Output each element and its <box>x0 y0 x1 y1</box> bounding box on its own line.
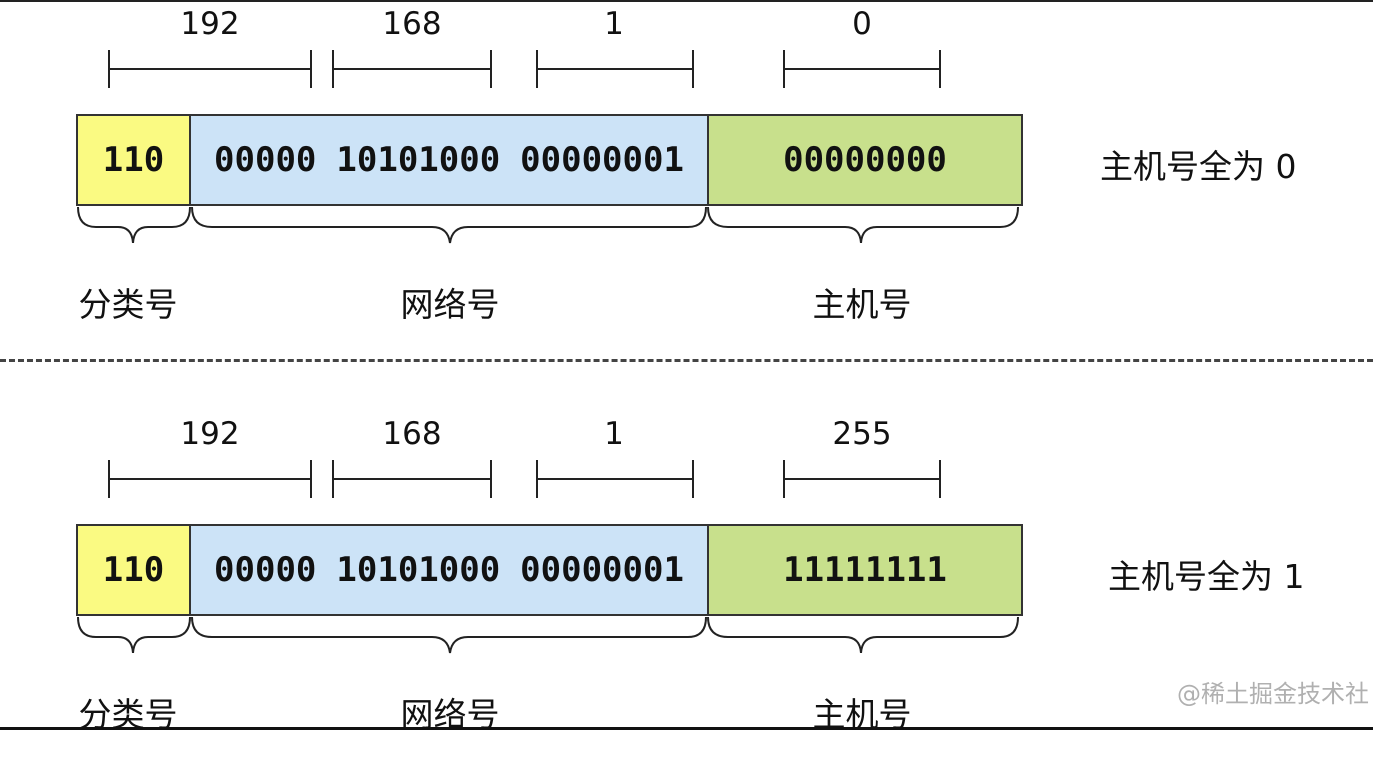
network-bits-1: 00000 <box>214 140 317 180</box>
ip-diagram-host-all-one: 192 168 1 255 110 00000 10101000 0000000… <box>0 410 1373 770</box>
class-label: 分类号 <box>78 285 178 324</box>
class-brace <box>77 206 191 244</box>
host-bits-segment: 00000000 <box>707 114 1023 206</box>
octet-label-4: 0 <box>852 6 872 42</box>
octet-label-3: 1 <box>604 416 624 452</box>
network-bits-2: 10101000 <box>336 140 501 180</box>
octet-label-2: 168 <box>382 6 442 42</box>
bottom-border <box>0 727 1373 730</box>
network-bits-3: 00000001 <box>520 550 684 590</box>
segment-braces <box>77 616 1019 654</box>
octet-label-1: 192 <box>180 416 240 452</box>
host-note: 主机号全为 1 <box>1108 557 1305 596</box>
octet-dimension-2 <box>332 50 492 88</box>
octet-dimension-1 <box>108 50 312 88</box>
octet-dimension-1 <box>108 460 312 498</box>
host-brace <box>707 206 1019 244</box>
host-brace <box>707 616 1019 654</box>
octet-dimension-4 <box>783 460 941 498</box>
host-bits: 00000000 <box>783 140 947 180</box>
octet-label-1: 192 <box>180 6 240 42</box>
class-bits-segment: 110 <box>76 114 191 206</box>
octet-label-4: 255 <box>832 416 892 452</box>
octet-dimension-3 <box>536 50 694 88</box>
class-bits-segment: 110 <box>76 524 191 616</box>
network-bits-segment: 00000 10101000 00000001 <box>189 524 709 616</box>
network-bits-segment: 00000 10101000 00000001 <box>189 114 709 206</box>
network-bits-1: 00000 <box>214 550 317 590</box>
ip-diagram-host-all-zero: 192 168 1 0 110 00000 10101000 00000001 … <box>0 0 1373 360</box>
host-note: 主机号全为 0 <box>1100 147 1297 186</box>
segment-braces <box>77 206 1019 244</box>
octet-label-2: 168 <box>382 416 442 452</box>
octet-dimension-2 <box>332 460 492 498</box>
class-bits: 110 <box>102 550 165 590</box>
network-bits-3: 00000001 <box>520 140 684 180</box>
octet-label-3: 1 <box>604 6 624 42</box>
watermark: @稀土掘金技术社 <box>1177 680 1369 708</box>
host-label: 主机号 <box>812 285 912 324</box>
network-bits-2: 10101000 <box>336 550 501 590</box>
host-bits-segment: 11111111 <box>707 524 1023 616</box>
class-brace <box>77 616 191 654</box>
octet-dimension-3 <box>536 460 694 498</box>
network-brace <box>191 616 707 654</box>
top-border <box>0 0 1373 2</box>
network-label: 网络号 <box>400 285 500 324</box>
octet-dimension-4 <box>783 50 941 88</box>
dashed-separator <box>0 359 1373 362</box>
class-bits: 110 <box>102 140 165 180</box>
host-bits: 11111111 <box>783 550 947 590</box>
network-brace <box>191 206 707 244</box>
